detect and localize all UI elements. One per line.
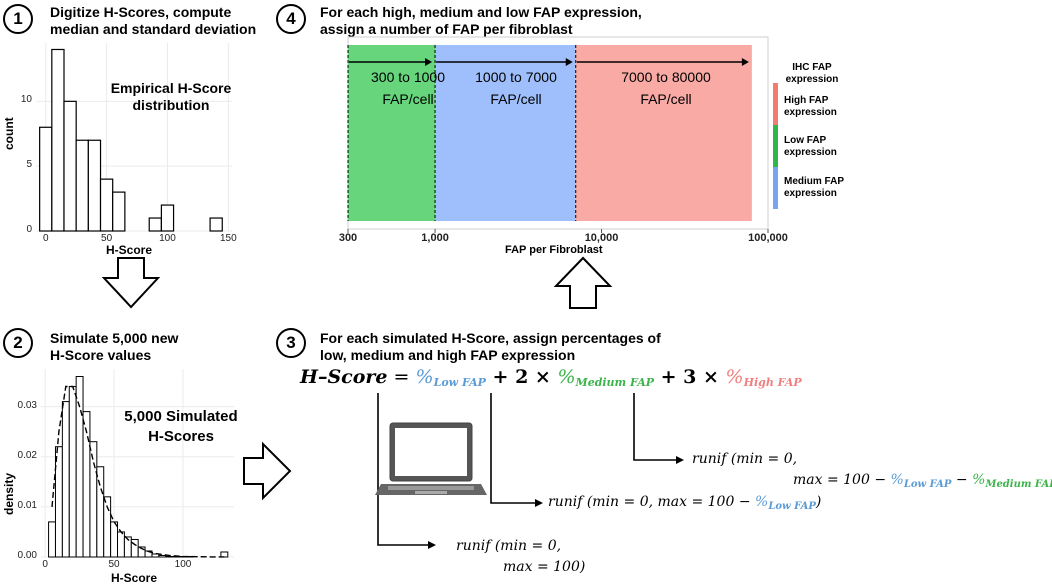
formula-equals: = xyxy=(387,366,416,388)
runif-high-line2: max = 100 − %Low FAP − %Medium FAP) xyxy=(793,472,1052,490)
arrow-up-step3-to-step4 xyxy=(553,256,613,309)
runif-medium: runif (min = 0, max = 100 − %Low FAP) xyxy=(548,494,822,512)
runif-high-line1: runif (min = 0, xyxy=(692,451,798,467)
fap-x-tick-label: 10,000 xyxy=(584,232,619,244)
fap-band-low xyxy=(348,45,436,221)
simulated-y-tick-label: 0.02 xyxy=(17,449,37,461)
formula-plus2: + 2 × xyxy=(485,366,558,388)
empirical-y-tick-label: 10 xyxy=(20,94,32,106)
simulated-y-tick-label: 0.00 xyxy=(17,550,37,561)
step-1-badge: 1 xyxy=(3,4,33,34)
empirical-x-tick-label: 0 xyxy=(42,233,49,244)
connector-low-head xyxy=(428,541,436,549)
connector-high xyxy=(633,393,676,461)
connector-medium xyxy=(490,393,535,504)
formula-lhs: H–Score xyxy=(300,366,388,388)
connector-medium-head xyxy=(535,499,543,507)
simulated-bar xyxy=(220,551,229,558)
fap-range-arrow-head xyxy=(741,58,749,66)
simulated-x-tick-label: 100 xyxy=(174,559,192,570)
legend-label-high: High FAP expression xyxy=(784,95,837,118)
legend-label-low: Low FAP expression xyxy=(784,135,837,158)
empirical-y-tick-label: 0 xyxy=(26,224,32,235)
band-medium-label: 1000 to 7000 FAP/cell xyxy=(475,69,557,107)
step-3-title: For each simulated H-Score, assign perce… xyxy=(320,330,661,363)
legend-swatch-medium xyxy=(773,167,778,209)
runif-low-line2: max = 100) xyxy=(503,559,586,575)
fap-range-arrow-head xyxy=(425,58,433,66)
step-2-title: Simulate 5,000 new H-Score values xyxy=(50,330,179,363)
simulated-x-axis-title: H-Score xyxy=(111,571,158,585)
simulated-density-curve xyxy=(51,385,225,558)
formula-pct-low: %Low FAP xyxy=(415,366,486,389)
simulated-histogram-title: 5,000 Simulated H-Scores xyxy=(124,408,238,445)
simulated-x-tick-label: 50 xyxy=(108,559,120,570)
empirical-x-tick-label: 100 xyxy=(159,233,176,244)
fap-x-axis-title: FAP per Fibroblast xyxy=(505,244,603,256)
fap-range-arrow-head xyxy=(565,58,573,66)
legend-swatch-low xyxy=(773,125,778,167)
simulated-x-tick-label: 0 xyxy=(42,559,48,570)
step-4-title: For each high, medium and low FAP expres… xyxy=(320,4,642,37)
legend-swatch-high xyxy=(773,83,778,125)
band-low-label: 300 to 1000 FAP/cell xyxy=(371,69,445,107)
connector-high-head xyxy=(676,456,684,464)
legend-label-medium: Medium FAP expression xyxy=(784,176,845,199)
h-score-formula: H–Score = %Low FAP + 2 × %Medium FAP + 3… xyxy=(300,366,802,389)
formula-pct-high: %High FAP xyxy=(725,366,802,389)
empirical-y-tick-label: 5 xyxy=(26,159,32,171)
fap-x-tick-label: 300 xyxy=(338,232,358,244)
simulated-y-tick-label: 0.01 xyxy=(17,499,37,511)
empirical-bar xyxy=(112,191,126,232)
connector-low xyxy=(377,393,428,546)
arrow-right-step2-to-step3 xyxy=(243,441,292,501)
fap-x-tick-label: 100,000 xyxy=(748,232,788,244)
legend-title: IHC FAP expression xyxy=(785,62,839,85)
formula-pct-medium: %Medium FAP xyxy=(557,366,654,389)
step-4-badge: 4 xyxy=(276,4,306,34)
fap-band-high xyxy=(575,45,752,221)
band-high-label: 7000 to 80000 FAP/cell xyxy=(621,69,711,107)
fap-x-tick-label: 1,000 xyxy=(421,232,449,244)
step-3-badge: 3 xyxy=(276,328,306,358)
empirical-x-tick-label: 50 xyxy=(101,233,113,244)
laptop-icon xyxy=(375,422,487,495)
formula-plus3: + 3 × xyxy=(654,366,726,388)
empirical-histogram-title: Empirical H-Score distribution xyxy=(110,80,232,113)
runif-low-line1: runif (min = 0, xyxy=(456,538,562,554)
simulated-y-tick-label: 0.03 xyxy=(17,399,37,411)
arrow-down-step1-to-step2 xyxy=(101,257,161,309)
step-1-title: Digitize H-Scores, compute median and st… xyxy=(50,4,257,37)
empirical-x-tick-label: 150 xyxy=(220,233,237,244)
empirical-bar xyxy=(160,204,175,232)
empirical-bar xyxy=(209,217,223,232)
step-2-badge: 2 xyxy=(3,328,33,358)
fap-band-medium xyxy=(435,45,576,221)
empirical-x-axis-title: H-Score xyxy=(106,243,153,257)
